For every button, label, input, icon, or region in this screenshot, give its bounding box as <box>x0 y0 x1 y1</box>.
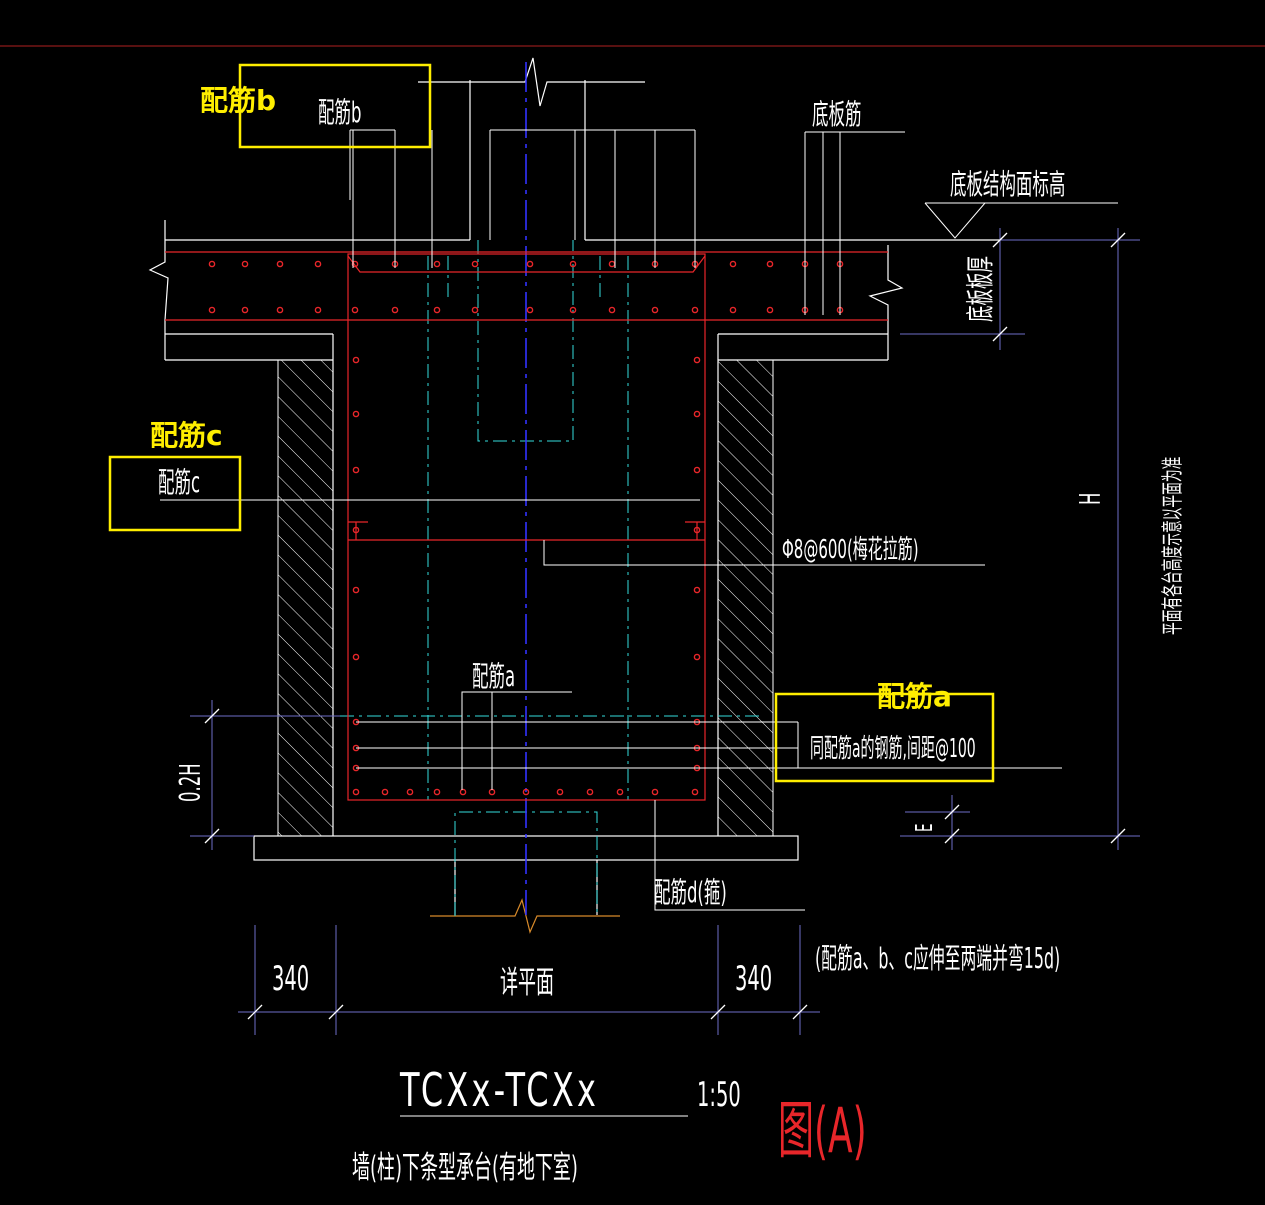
drawing-code-title: TCXx-TCXx <box>399 1064 599 1117</box>
rebar-dot <box>616 788 624 796</box>
rebar-dot <box>352 466 360 474</box>
rebar-dot <box>352 586 360 594</box>
rebar-note-label: (配筋a、b、c应伸至两端并弯15d) <box>815 943 1060 975</box>
height-02-label: 0.2H <box>173 763 207 802</box>
rebar-dot <box>569 260 577 268</box>
dim-middle-label: 详平面 <box>500 965 554 1002</box>
figure-tag: 图(A) <box>778 1096 867 1168</box>
cover-label: E <box>910 823 938 832</box>
rebar-dot <box>352 653 360 661</box>
annotation-rebar-c: 配筋c <box>150 419 223 452</box>
rebar-dot <box>691 788 699 796</box>
dimension-lines <box>190 228 1140 1035</box>
rebar-a-label: 配筋a <box>472 659 515 693</box>
rebar-dot <box>766 260 774 268</box>
drawing-subtitle: 墙(柱)下条型承台(有地下室) <box>352 1150 578 1187</box>
rebar-dot <box>391 306 399 314</box>
dim-right-label: 340 <box>735 958 772 998</box>
slab-elevation-label: 底板结构面标高 <box>950 167 1065 201</box>
rebar-dot <box>208 306 216 314</box>
rebar-dot <box>729 260 737 268</box>
highlight-box-rebar-b <box>238 63 432 149</box>
rebar-dot <box>522 788 530 796</box>
rebar-dot <box>241 260 249 268</box>
annotation-rebar-a: 配筋a <box>877 680 952 713</box>
height-note-label: 平面有各台高度示意以平面为准 <box>1160 457 1186 635</box>
rebar-dot <box>569 306 577 314</box>
rebar-c-label: 配筋c <box>158 465 200 499</box>
rebar-dot <box>526 260 534 268</box>
rebar-dots <box>208 260 844 796</box>
rebar-dot <box>608 260 616 268</box>
tie-bar-label: Φ8@600(梅花拉筋) <box>782 535 919 566</box>
highlight-box-rebar-a <box>774 692 995 783</box>
rebar-dot <box>276 260 284 268</box>
rebar-dot <box>314 260 322 268</box>
rebar-dot <box>586 788 594 796</box>
rebar-dot <box>693 466 701 474</box>
rebar-dot <box>651 788 659 796</box>
pile-break-line <box>430 898 620 934</box>
rebar-lines <box>165 251 888 801</box>
rebar-dot <box>459 788 467 796</box>
leader-lines <box>160 129 1118 911</box>
rebar-dot <box>693 410 701 418</box>
rebar-dot <box>381 788 389 796</box>
highlight-box-rebar-c <box>108 455 242 532</box>
height-label: H <box>1073 493 1107 505</box>
rebar-dot <box>241 306 249 314</box>
drawing-scale: 1:50 <box>697 1074 741 1114</box>
rebar-dot <box>433 788 441 796</box>
annotation-rebar-b: 配筋b <box>200 84 276 117</box>
rebar-dot <box>352 788 360 796</box>
rebar-dot <box>766 306 774 314</box>
left-wall-hatch <box>277 359 334 837</box>
rebar-dot <box>351 306 359 314</box>
highlight-boxes <box>108 63 995 783</box>
rebar-dot <box>406 788 414 796</box>
right-wall-hatch <box>717 359 774 837</box>
rebar-dot <box>352 526 360 534</box>
slab-thickness-label: 底板板厚 <box>963 256 997 322</box>
rebar-dot <box>352 356 360 364</box>
rebar-dot <box>693 653 701 661</box>
rebar-dot <box>471 260 479 268</box>
rebar-dot <box>471 306 479 314</box>
rebar-dot <box>526 306 534 314</box>
rebar-dot <box>693 356 701 364</box>
rebar-dot <box>488 788 496 796</box>
rebar-dot <box>352 410 360 418</box>
rebar-dot <box>693 586 701 594</box>
rebar-dot <box>691 306 699 314</box>
bottom-slab-rebar-label: 底板筋 <box>812 97 861 131</box>
rebar-dot <box>729 306 737 314</box>
rebar-dot <box>608 306 616 314</box>
rebar-dot <box>433 260 441 268</box>
rebar-dot <box>208 260 216 268</box>
rebar-dot <box>276 306 284 314</box>
stirrup-label: 配筋d(箍) <box>654 875 727 909</box>
dimension-ticks <box>204 232 1126 1020</box>
same-rebar-spacing-label: 同配筋a的钢筋,间距@100 <box>810 733 976 763</box>
rebar-dot <box>651 306 659 314</box>
rebar-dot <box>314 306 322 314</box>
rebar-dot <box>693 526 701 534</box>
rebar-dot <box>433 306 441 314</box>
rebar-dot <box>556 788 564 796</box>
rebar-b-label: 配筋b <box>318 95 361 129</box>
dim-left-label: 340 <box>272 958 309 998</box>
rebar-dot <box>351 260 359 268</box>
